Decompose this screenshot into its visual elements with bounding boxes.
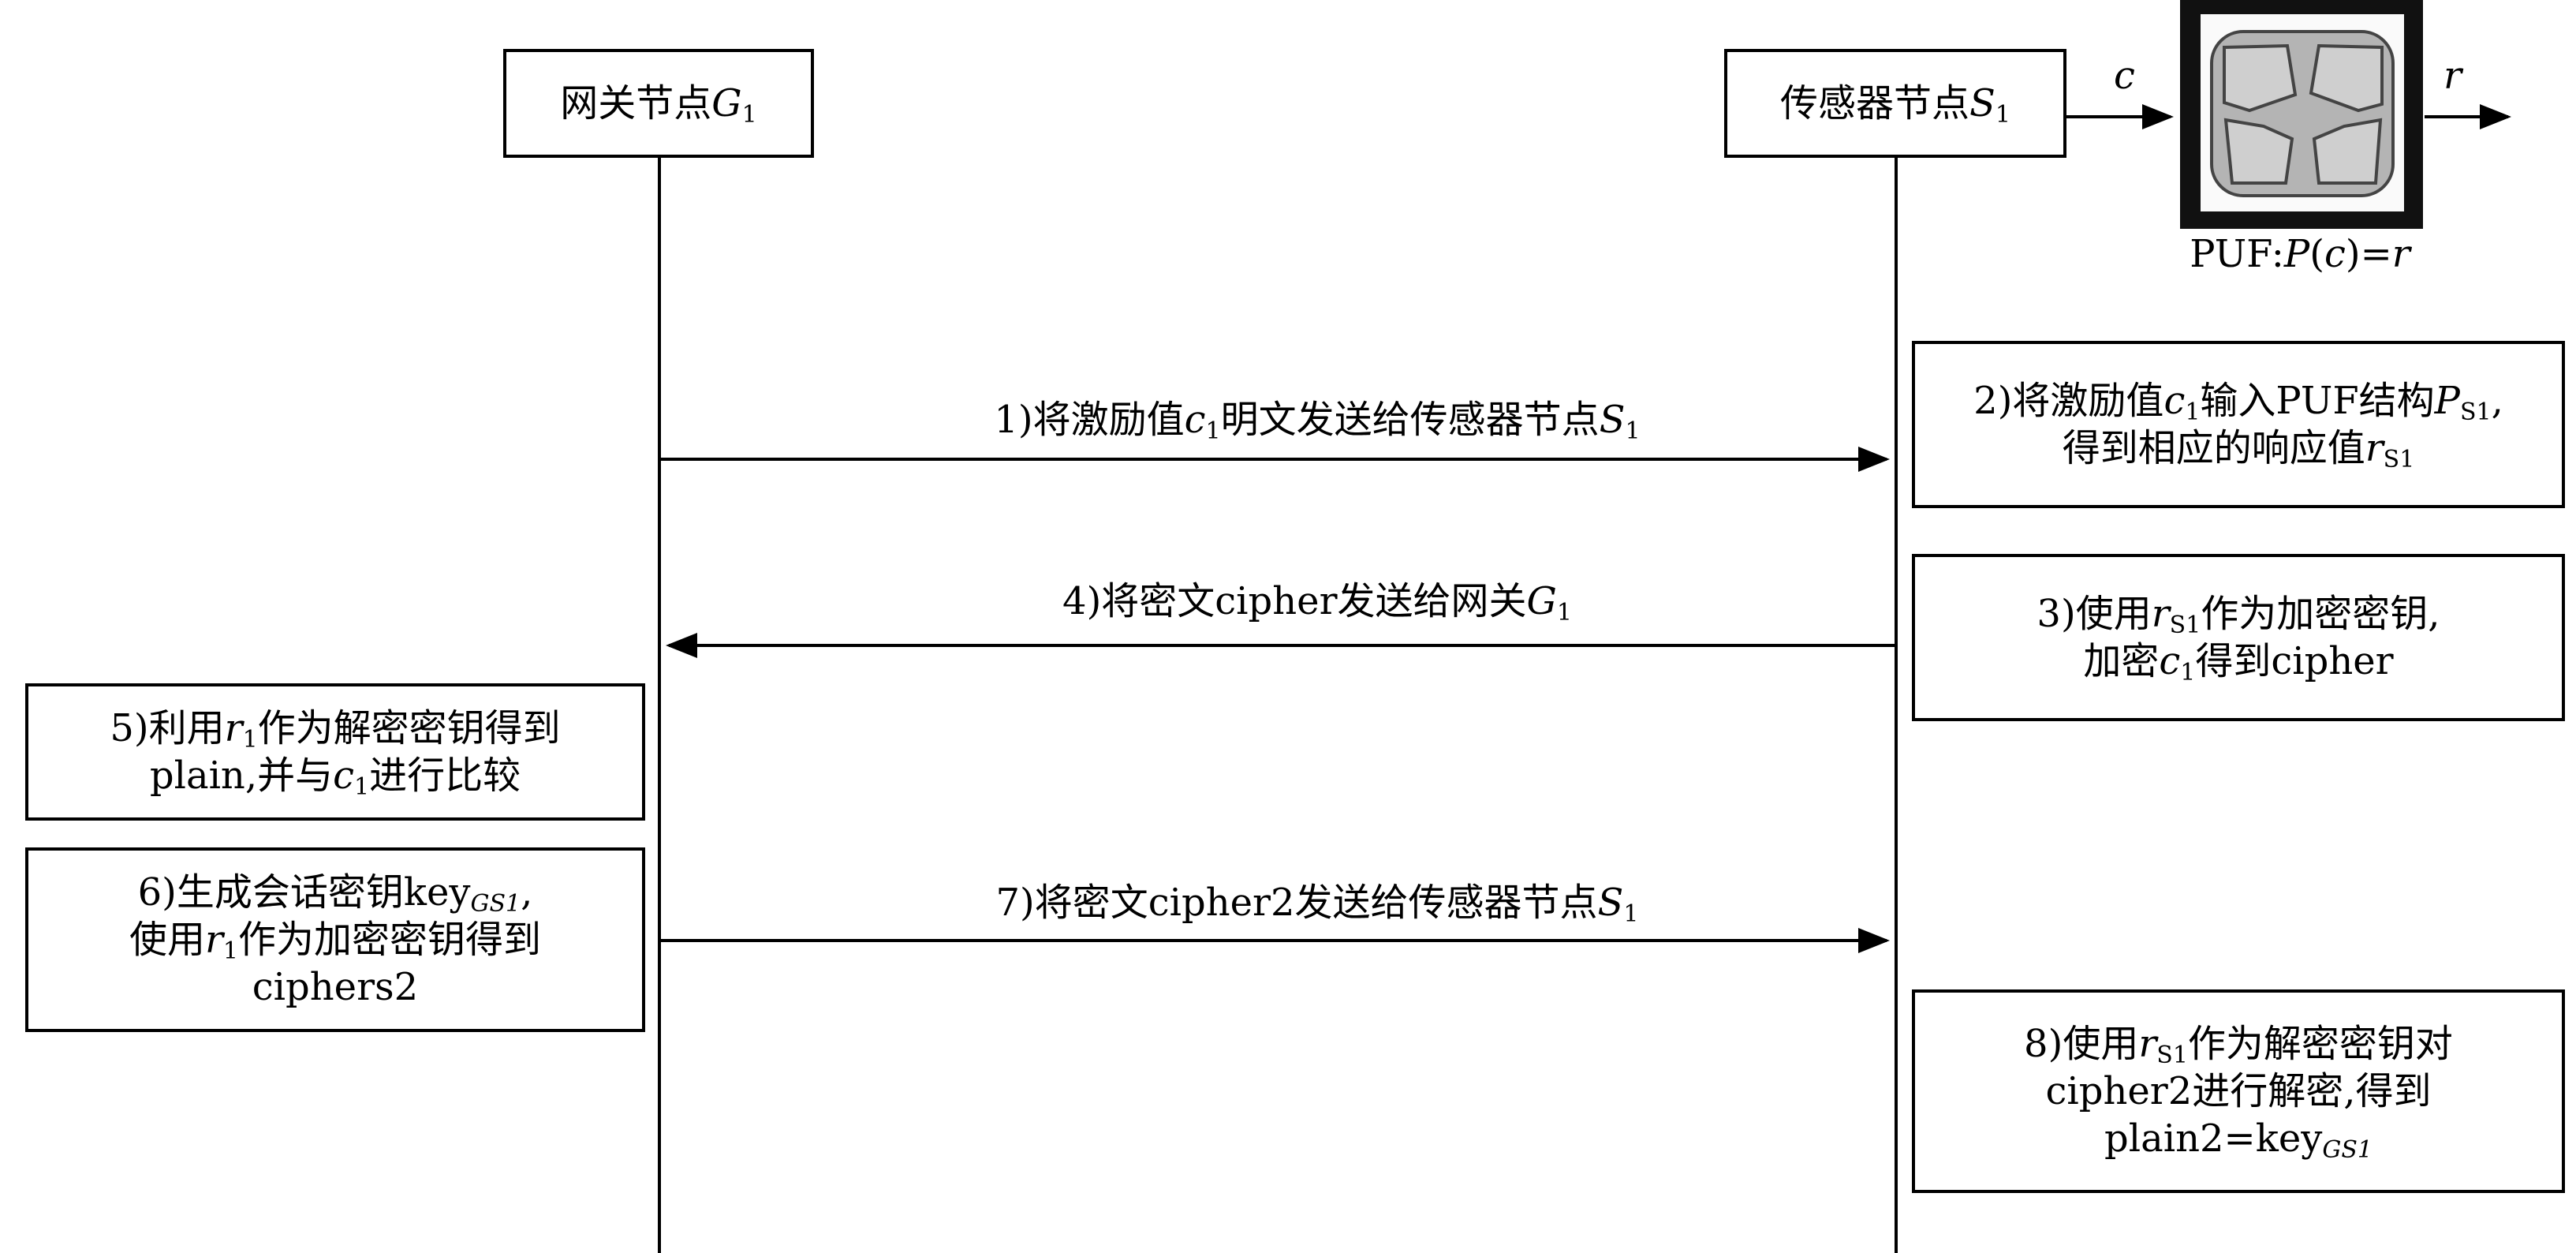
step3-line2: 加密c1得到cipher xyxy=(2083,639,2394,686)
step8-box: 8)使用rS1作为解密密钥对 cipher2进行解密,得到 plain2=key… xyxy=(1912,989,2565,1193)
step1-label: 1)将激励值c1明文发送给传感器节点S1 xyxy=(994,398,1641,445)
step2-line2: 得到相应的响应值rS1 xyxy=(2062,426,2415,473)
step2-box: 2)将激励值c1输入PUF结构PS1, 得到相应的响应值rS1 xyxy=(1912,341,2565,508)
step5-line1: 5)利用r1作为解密密钥得到 xyxy=(110,706,561,754)
step6-line2: 使用r1作为加密密钥得到 xyxy=(129,918,542,965)
step8-line2: cipher2进行解密,得到 xyxy=(2045,1069,2432,1113)
gateway-node-label: 网关节点G1 xyxy=(560,81,757,129)
gateway-node-box: 网关节点G1 xyxy=(503,49,814,158)
puf-chip-icon xyxy=(2180,0,2423,229)
step3-line1: 3)使用rS1作为加密密钥, xyxy=(2037,592,2440,639)
puf-caption: PUF:P(c)=r xyxy=(2190,232,2410,276)
sensor-node-box: 传感器节点S1 xyxy=(1724,49,2066,158)
step6-line3: ciphers2 xyxy=(252,965,419,1009)
step2-line1: 2)将激励值c1输入PUF结构PS1, xyxy=(1973,379,2503,426)
sensor-node-label: 传感器节点S1 xyxy=(1780,81,2010,129)
step6-line1: 6)生成会话密钥keyGS1, xyxy=(137,870,533,918)
puf-output-label: r xyxy=(2443,54,2462,98)
step8-line1: 8)使用rS1作为解密密钥对 xyxy=(2024,1022,2453,1069)
step3-box: 3)使用rS1作为加密密钥, 加密c1得到cipher xyxy=(1912,554,2565,721)
step5-box: 5)利用r1作为解密密钥得到 plain,并与c1进行比较 xyxy=(25,683,645,821)
step4-label: 4)将密文cipher发送给网关G1 xyxy=(1062,579,1572,626)
step7-label: 7)将密文cipher2发送给传感器节点S1 xyxy=(995,881,1639,928)
step5-line2: plain,并与c1进行比较 xyxy=(149,754,521,801)
step8-line3: plain2=keyGS1 xyxy=(2104,1116,2373,1164)
puf-input-label: c xyxy=(2114,54,2135,98)
step6-box: 6)生成会话密钥keyGS1, 使用r1作为加密密钥得到 ciphers2 xyxy=(25,847,645,1032)
